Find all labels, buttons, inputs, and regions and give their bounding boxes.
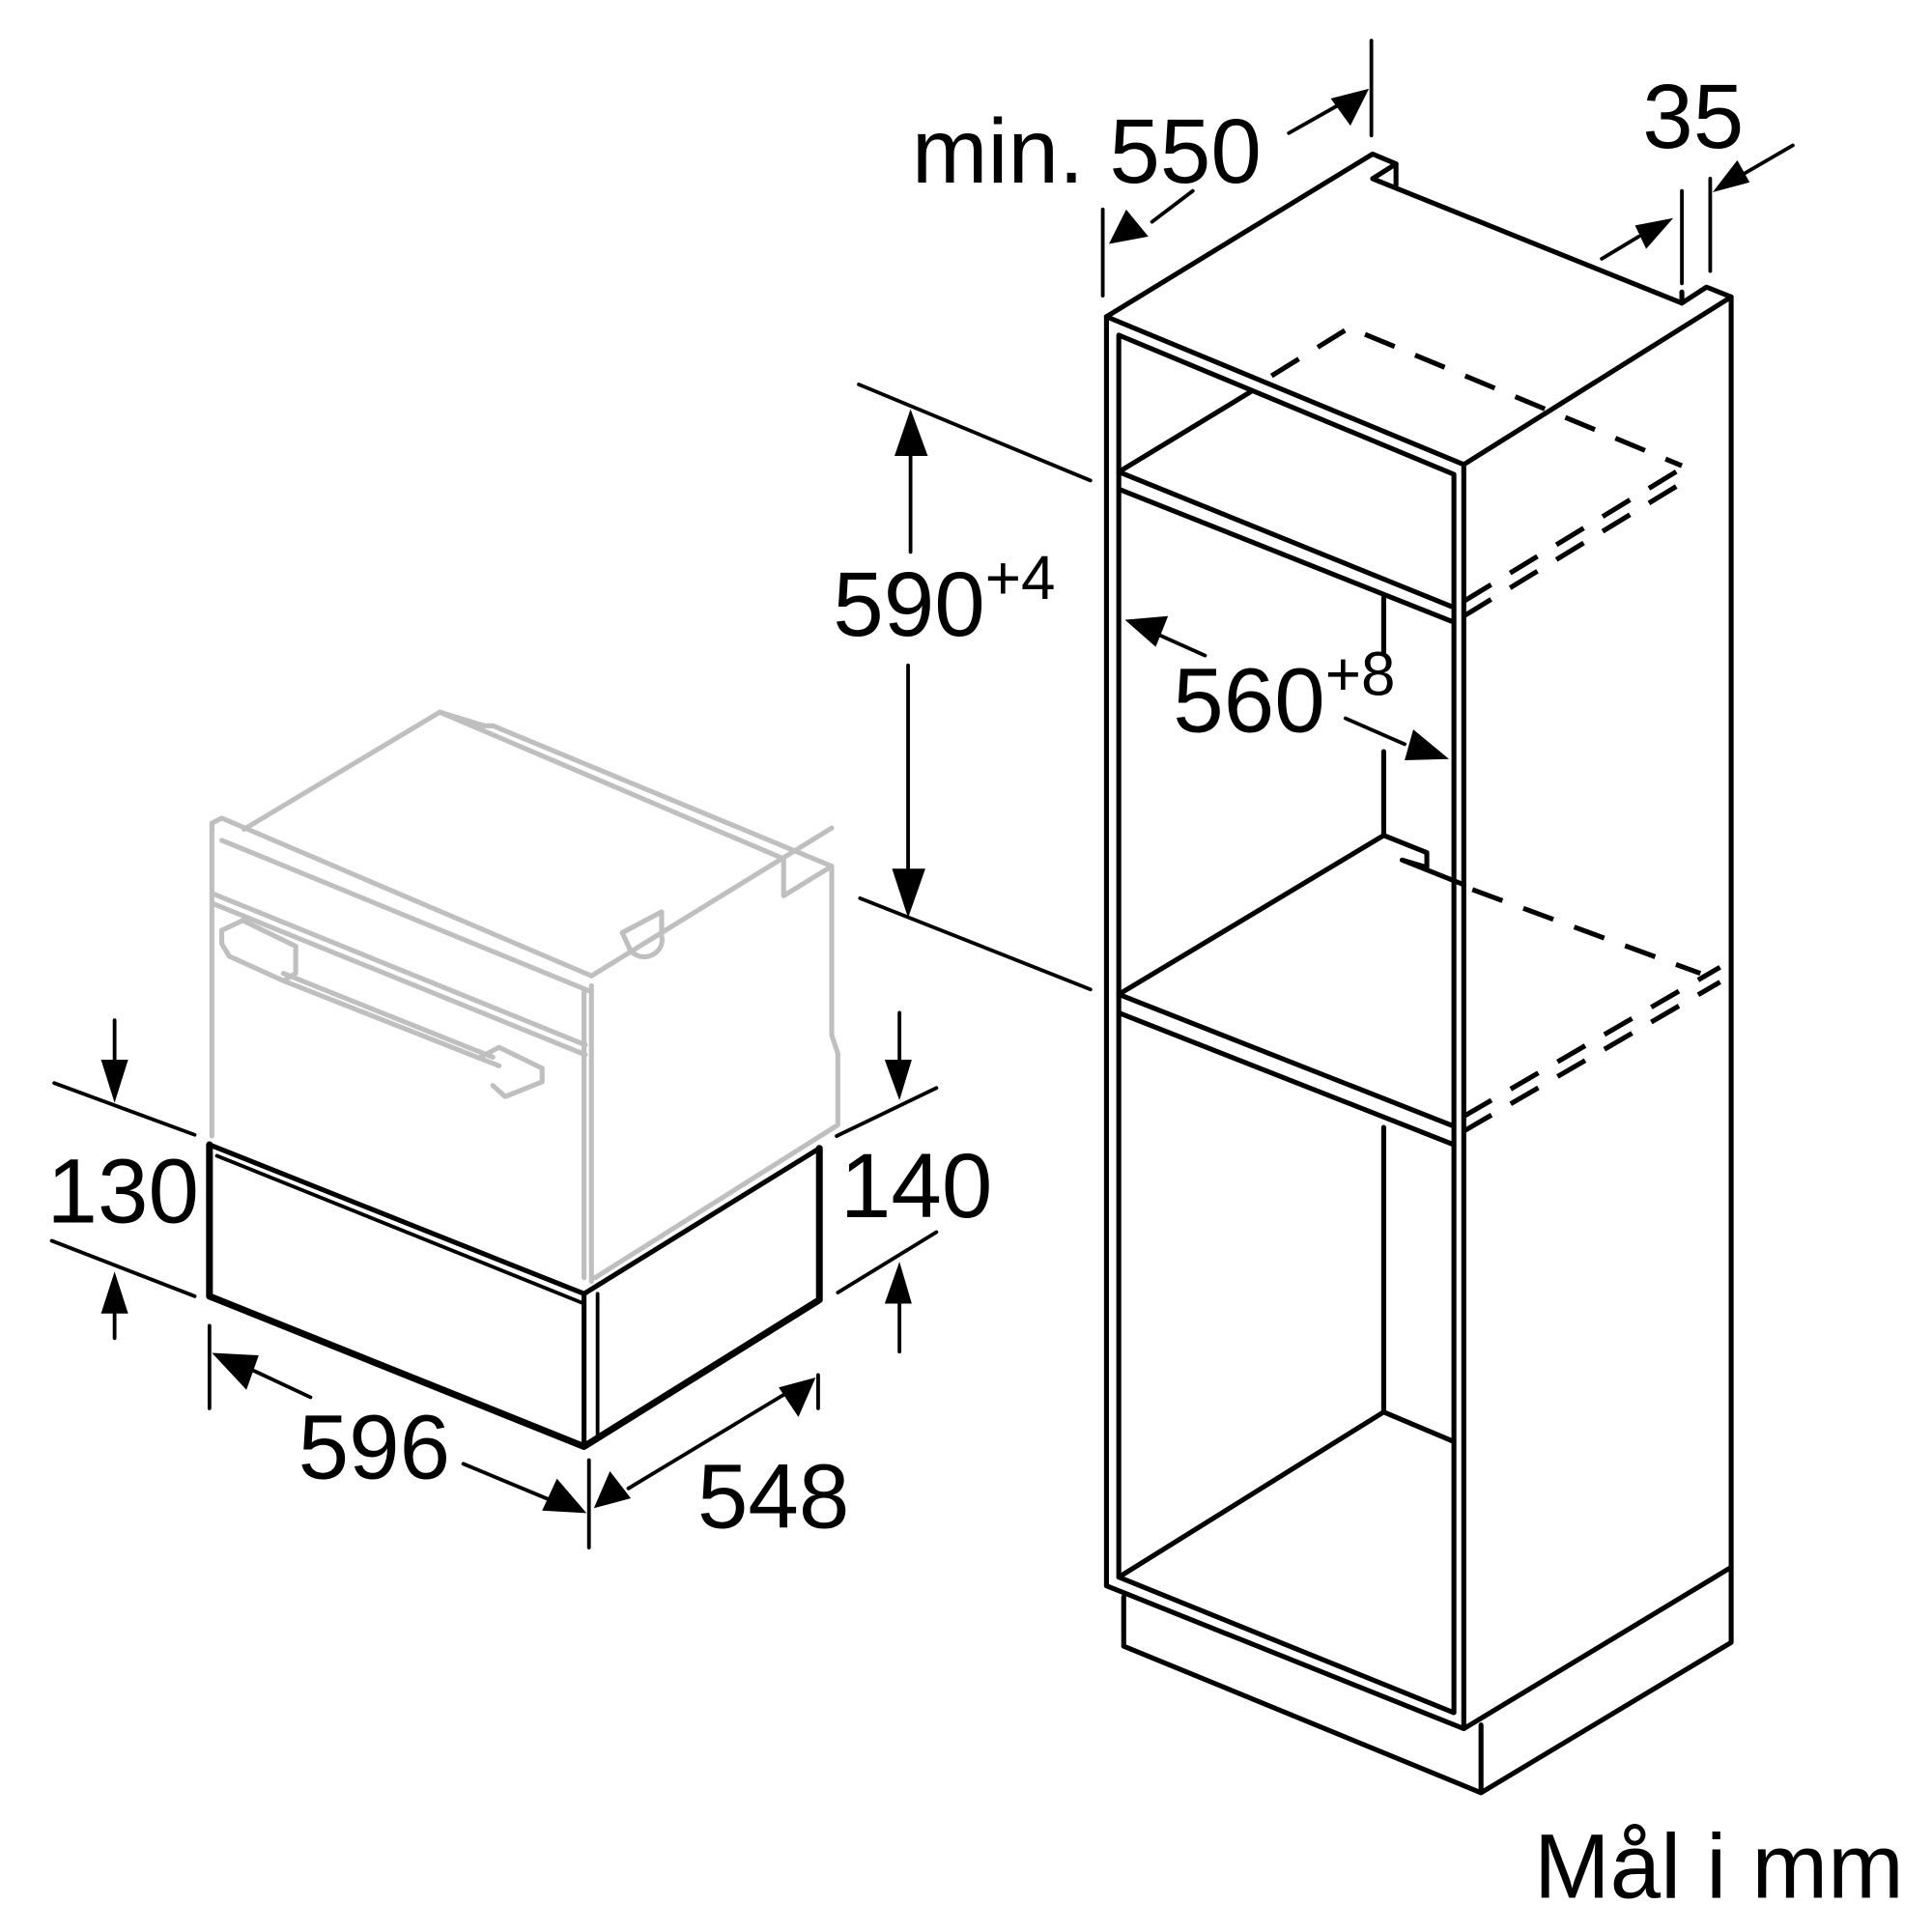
dim-550-label: min. 550 — [912, 101, 1262, 203]
dimension-min-550: min. 550 — [912, 39, 1374, 298]
dimension-140: 140 — [835, 1010, 992, 1354]
dim-560-tolerance: +8 — [1325, 639, 1396, 708]
oven-ghost-outline — [209, 709, 840, 1285]
tall-cabinet — [1103, 151, 1734, 1796]
dim-590-label: 590+4 — [833, 543, 1055, 656]
dim-140-label: 140 — [840, 1136, 992, 1237]
dimension-35: 35 — [1600, 67, 1795, 286]
dim-550-prefix: min. — [912, 101, 1084, 203]
dimension-590: 590+4 — [833, 383, 1093, 992]
dim-130-label: 130 — [46, 1141, 198, 1242]
dimension-548: 548 — [593, 1373, 849, 1548]
dimension-596: 596 — [207, 1323, 591, 1549]
dim-596-label: 596 — [298, 1398, 450, 1499]
dim-590-value: 590 — [833, 554, 984, 656]
dim-550-value: 550 — [1109, 101, 1261, 203]
dimension-560: 560+8 — [1124, 615, 1449, 760]
dim-548-label: 548 — [697, 1447, 849, 1548]
units-note: Mål i mm — [1534, 1816, 1904, 1918]
dim-35-label: 35 — [1642, 67, 1744, 168]
warming-drawer — [206, 1141, 823, 1450]
dim-560-value: 560 — [1173, 651, 1324, 753]
dim-590-tolerance: +4 — [985, 543, 1056, 612]
dim-560-label: 560+8 — [1173, 639, 1395, 752]
dimension-130: 130 — [46, 1018, 199, 1341]
